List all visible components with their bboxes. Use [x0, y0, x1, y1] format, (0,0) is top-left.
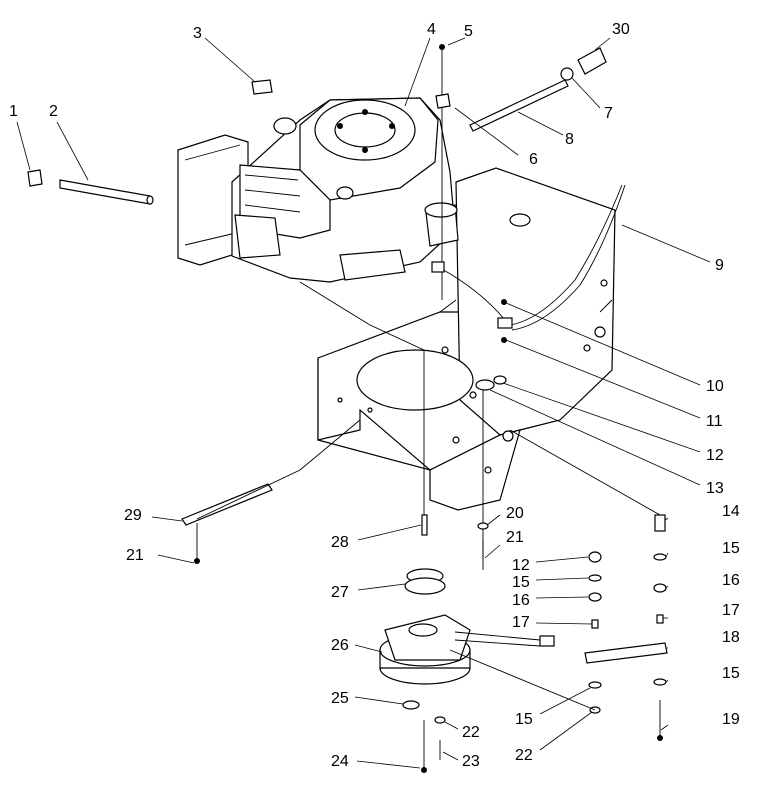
callout-12-mid: 12: [512, 557, 530, 574]
callout-21: 21: [506, 529, 524, 546]
callout-17-mid: 17: [512, 614, 530, 631]
lower-parts: [181, 281, 668, 773]
callout-25: 25: [331, 690, 349, 707]
callout-26: 26: [331, 637, 349, 654]
callout-10: 10: [706, 378, 724, 395]
callout-14: 14: [722, 503, 740, 520]
callout-27: 27: [331, 584, 349, 601]
callout-2: 2: [49, 103, 58, 120]
callout-15-right-b: 15: [722, 665, 740, 682]
engine: [27, 44, 626, 343]
callout-29: 29: [124, 507, 142, 524]
callout-16-mid: 16: [512, 592, 530, 609]
callout-9: 9: [715, 257, 724, 274]
callout-15-mid: 15: [512, 574, 530, 591]
callout-24: 24: [331, 753, 349, 770]
callout-17-right: 17: [722, 602, 740, 619]
callout-7: 7: [604, 105, 613, 122]
callout-8: 8: [565, 131, 574, 148]
callout-5: 5: [464, 23, 473, 40]
callout-21-left: 21: [126, 547, 144, 564]
callout-13: 13: [706, 480, 724, 497]
callout-11: 11: [706, 413, 723, 430]
callout-3: 3: [193, 25, 202, 42]
callout-15-right-a: 15: [722, 540, 740, 557]
callout-12-top: 12: [706, 447, 724, 464]
callout-1: 1: [9, 103, 18, 120]
callouts: 1 2 3 4 5 30 7 8 6 9 10 11 12 13 29 21 2…: [9, 21, 740, 770]
callout-16-right: 16: [722, 572, 740, 589]
callout-15-low: 15: [515, 711, 533, 728]
callout-23: 23: [462, 753, 480, 770]
callout-6: 6: [529, 151, 538, 168]
callout-4: 4: [427, 21, 436, 38]
callout-19: 19: [722, 711, 740, 728]
callout-20: 20: [506, 505, 524, 522]
callout-22-mid: 22: [462, 724, 480, 741]
frame-bushings: [475, 375, 507, 560]
callout-30: 30: [612, 21, 630, 38]
callout-18: 18: [722, 629, 740, 646]
callout-28: 28: [331, 534, 349, 551]
callout-22-low: 22: [515, 747, 533, 764]
leader-lines: [16, 37, 711, 769]
